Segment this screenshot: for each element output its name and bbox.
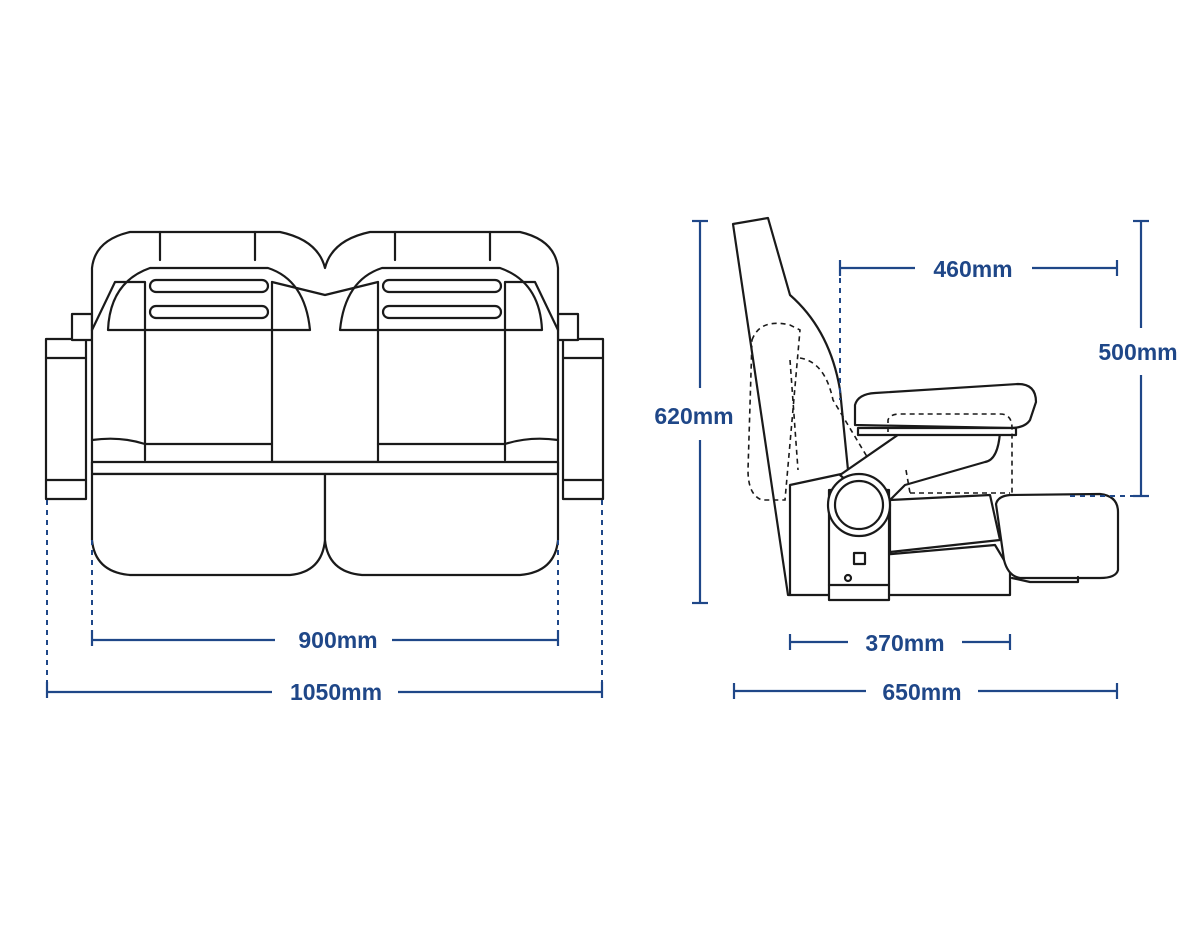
side-armrest [853, 382, 1038, 430]
front-left-seat-cushion [90, 472, 327, 577]
dim-500mm: 500mm [1098, 339, 1177, 365]
front-right-seat-cushion [323, 472, 560, 577]
front-view [44, 230, 605, 577]
dim-370mm: 370mm [865, 630, 944, 656]
dim-620mm: 620mm [654, 403, 733, 429]
front-dimensions [45, 500, 604, 698]
dim-650mm: 650mm [882, 679, 961, 705]
side-dimensions [692, 219, 1149, 699]
dim-900mm: 900mm [298, 627, 377, 653]
side-view [731, 216, 1120, 602]
dim-460mm: 460mm [933, 256, 1012, 282]
front-left-armrest [44, 312, 94, 501]
dim-1050mm: 1050mm [290, 679, 382, 705]
side-seat-cushion [994, 492, 1120, 580]
front-right-armrest [556, 312, 605, 501]
